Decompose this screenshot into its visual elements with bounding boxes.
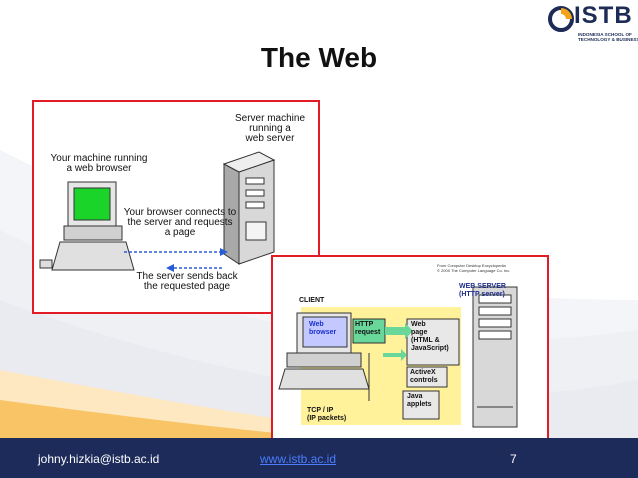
server-machine-label: Server machine running a web server (234, 113, 306, 144)
server-tower-icon (222, 151, 276, 265)
client-computer-icon (39, 181, 135, 271)
client-label: CLIENT (299, 297, 325, 304)
footer-email: johny.hizkia@istb.ac.id (38, 452, 160, 466)
footer-bar: johny.hizkia@istb.ac.id www.istb.ac.id 7 (0, 438, 638, 478)
source-caption: From Computer Desktop Encyclopedia © 200… (437, 263, 511, 273)
logo-subtitle: INDONESIA SCHOOL OF TECHNOLOGY & BUSINES… (578, 32, 638, 43)
tcpip-label: TCP / IP (IP packets) (307, 407, 347, 422)
your-machine-label: Your machine running a web browser (50, 153, 148, 174)
logo-mark-icon (548, 6, 574, 32)
client-server-illustration (278, 286, 518, 428)
browser-connects-label: Your browser connects to the server and … (123, 207, 237, 238)
web-browser-label: Web browser (309, 321, 337, 336)
slide-title: The Web (260, 42, 378, 73)
footer-website-link[interactable]: www.istb.ac.id (260, 452, 337, 466)
diagram-illustration (39, 151, 276, 272)
activex-controls-label: ActiveX controls (410, 369, 438, 384)
web-page-label: Web page (HTML & JavaScript) (411, 321, 449, 352)
logo-name: ISTB (574, 2, 633, 29)
web-server-label: WEB SERVER (HTTP server) (459, 283, 506, 298)
istb-logo: ISTB INDONESIA SCHOOL OF TECHNOLOGY & BU… (548, 2, 638, 48)
server-sends-back-label: The server sends back the requested page (136, 271, 238, 292)
page-number: 7 (510, 452, 517, 466)
figure-client-webserver-diagram: From Computer Desktop Encyclopedia © 200… (271, 255, 549, 441)
java-applets-label: Java applets (407, 393, 432, 408)
http-request-label: HTTP request (355, 321, 381, 336)
